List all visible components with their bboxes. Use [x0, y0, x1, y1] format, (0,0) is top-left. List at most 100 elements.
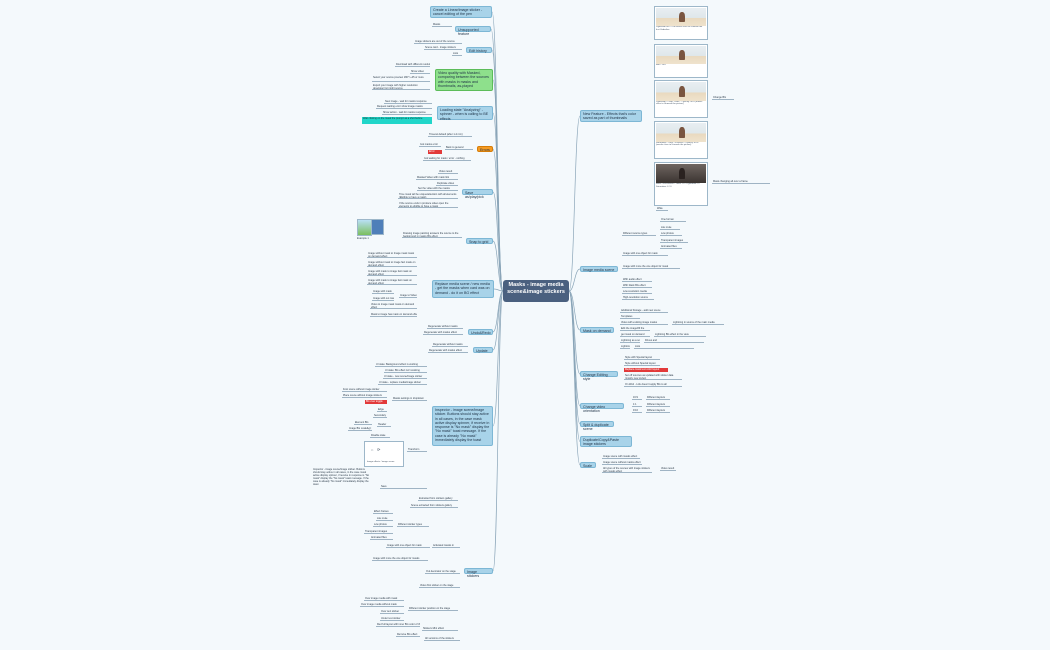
- leaf-mod-10: Lists: [634, 345, 694, 349]
- topic-scale[interactable]: Scale: [580, 462, 596, 468]
- leaf-stickers-12: Video first sticker on the stage: [419, 584, 460, 588]
- topic-change-video-orientation[interactable]: Change video orientation: [580, 403, 624, 413]
- leaf-stickers-0: Extracted from stickers gallery: [418, 497, 458, 501]
- leaf-replace-7: Video to image mask mask on demand effec…: [370, 303, 417, 309]
- leaf-inspector-8: Edge: [377, 408, 387, 412]
- topic-image-media-scene[interactable]: Image media scene: [580, 266, 618, 272]
- leaf-loading-2: Show action - wait for masks response: [382, 111, 432, 115]
- topic-undo-redo[interactable]: Undo&Redo: [468, 329, 493, 335]
- leaf-edit-history-1: Scene card - image stickers: [424, 46, 462, 50]
- leaf-errors-0: Timeout default (after 1-2 min): [428, 133, 472, 137]
- leaf-inspector-10: Header: [377, 423, 391, 427]
- topic-create-feature[interactable]: Create a Linear/image sticker - cancel e…: [430, 6, 492, 18]
- leaf-stickers-18: Red full layout with inner BG color of t…: [376, 623, 420, 627]
- leaf-replace-1: Image without mask to image fact mask on…: [367, 261, 417, 267]
- leaf-undo-0: Regenerate without masks: [427, 325, 463, 329]
- topic-inspector[interactable]: Inspector - image scene/image sticker. B…: [432, 406, 493, 446]
- example-image-2: [371, 219, 384, 235]
- example-image: [357, 219, 372, 236]
- leaf-inspector-11: Element BG: [354, 421, 372, 425]
- leaf-cvo-0: 16:9: [632, 396, 642, 400]
- connector-line: [492, 290, 504, 427]
- leaf-stickers-3: Lite route: [376, 517, 393, 521]
- topic-errors[interactable]: Errors: [477, 146, 493, 152]
- leaf-cvo-2: 9:16: [632, 409, 642, 413]
- thumbnail-image: [656, 8, 706, 26]
- leaf-inspector-3: UI state - replace media/image sticker: [378, 381, 427, 385]
- topic-duplicate-copy[interactable]: Duplicate/Copy&Paste image stickers: [580, 436, 632, 447]
- leaf-mask-changing: Mask changing all over a frame: [712, 180, 770, 184]
- leaf-ims-6: Image with one object for mask: [622, 252, 668, 256]
- leaf-scale-1: Image scene without masks effect: [602, 461, 642, 465]
- leaf-scale-3: Video result: [660, 467, 676, 471]
- example-caption: Example 1: [357, 237, 369, 240]
- leaf-replace-5: Image with out mask: [372, 297, 394, 301]
- leaf-cvo-3: Different layouts: [646, 396, 670, 400]
- leaf-ims-8: With audio effect: [622, 278, 652, 282]
- leaf-edit-history-2: Lists: [452, 52, 462, 56]
- thumbnail-image: [656, 123, 706, 142]
- transform-card: ⇔ ⟳ Image effects / image scene: [364, 441, 404, 467]
- topic-unsupported[interactable]: Unsupported feature: [455, 26, 491, 36]
- topic-save-as[interactable]: Save as/play/pick: [462, 189, 493, 199]
- leaf-errors-3: Error: [428, 150, 442, 154]
- leaf-video-quality-0: Download with different resolution: [395, 63, 430, 67]
- leaf-ims-9: With black BG effect: [622, 284, 652, 288]
- connector-line: [568, 115, 581, 292]
- inspector-note: Inspector - image scene/image sticker. B…: [313, 468, 370, 486]
- root-topic[interactable]: Masks - image media scene&image stickers: [503, 280, 569, 302]
- leaf-inspector-12: Image BG scale&gr; out: [348, 427, 372, 431]
- leaf-inspector-0: UI state: Background effect is working: [375, 363, 427, 367]
- leaf-stickers-15: Over text sticker: [380, 610, 404, 614]
- leaf-inspector-5: Foot scene without image sticker: [342, 388, 387, 392]
- card-lightroom-bg: Lightroom BG / The masks class to Unmask…: [654, 6, 708, 40]
- leaf-cvo-1: 1:1: [632, 403, 642, 407]
- leaf-ims-10: Low-resolution media: [622, 290, 652, 294]
- leaf-save-4: Time mask will be unique/attention with …: [398, 193, 458, 199]
- leaf-replace-6: Image to Video: [399, 294, 417, 298]
- leaf-mod-4: Edit the image/fill the: [620, 327, 650, 331]
- topic-image-stickers[interactable]: Image stickers: [464, 568, 493, 578]
- leaf-stickers-6: Animated files: [370, 536, 393, 540]
- connector-line: [492, 240, 504, 292]
- leaf-ims-2: Low photos: [660, 232, 682, 236]
- topic-new-feature[interactable]: New Feature - Effects that's color saved…: [580, 110, 642, 122]
- leaf-replace-2: Image with mask to image fact mask on de…: [367, 270, 417, 276]
- leaf-update-1: Regenerate with masks effect: [428, 349, 468, 353]
- topic-video-quality[interactable]: Video quality with Masked, comparing bet…: [435, 69, 493, 91]
- leaf-loading-0: New image - wait for masks response: [384, 100, 432, 104]
- connector-line: [493, 288, 504, 292]
- topic-split-duplicate[interactable]: Split & duplicate scene: [580, 421, 614, 431]
- connector-line: [568, 290, 581, 466]
- leaf-replace-4: Image with mask: [372, 290, 394, 294]
- leaf-cvo-5: Different layouts: [646, 409, 670, 413]
- rotate-icon[interactable]: ⟳: [377, 447, 381, 452]
- leaf-ces-3: Set off sources as updated with sticker …: [624, 374, 682, 380]
- transform-caption: Image effects / image scene: [367, 461, 395, 464]
- topic-replace[interactable]: Replace media scene / new media - get th…: [432, 280, 494, 298]
- thumbnail-image: [656, 82, 706, 101]
- leaf-ims-3: Transparent images: [660, 239, 688, 243]
- leaf-ims-1: Lite route: [660, 226, 680, 230]
- topic-snap-to-grid[interactable]: Snap to grid: [466, 238, 493, 244]
- topic-update[interactable]: Update: [473, 347, 493, 353]
- leaf-scale-2: All types of the scenes with image stick…: [602, 467, 652, 473]
- leaf-mod-2: Video with existing image masks: [620, 321, 668, 325]
- topic-loading-state[interactable]: Loading state "Analyzing" - spinner - wh…: [437, 106, 493, 121]
- flip-icon[interactable]: ⇔: [370, 447, 374, 452]
- leaf-stickers-4: Low photos: [373, 523, 393, 527]
- leaf-video-quality-2: Select your source preview 180°/ +45 or …: [372, 76, 430, 82]
- leaf-ces-4: On Web - Link doesn't apply BG to all: [624, 383, 682, 387]
- leaf-mod-6: get mask on demand: [620, 333, 650, 337]
- leaf-stickers-10: Activated masks in: [432, 544, 460, 548]
- topic-change-editing-style[interactable]: Change Editing style: [580, 371, 618, 381]
- leaf-save-0: Video result: [438, 170, 458, 174]
- topic-mask-on-demand[interactable]: Mask on demand: [580, 327, 614, 333]
- leaf-cvo-4: Different layouts: [646, 403, 670, 407]
- leaf-inspector-6: Place scene without image stickers: [342, 394, 387, 398]
- card-black: Black / Full effects / Value: 10 / Light…: [654, 162, 708, 206]
- topic-edit-history[interactable]: Edit history: [466, 47, 492, 53]
- leaf-ces-0: Style with Special layout: [624, 356, 660, 360]
